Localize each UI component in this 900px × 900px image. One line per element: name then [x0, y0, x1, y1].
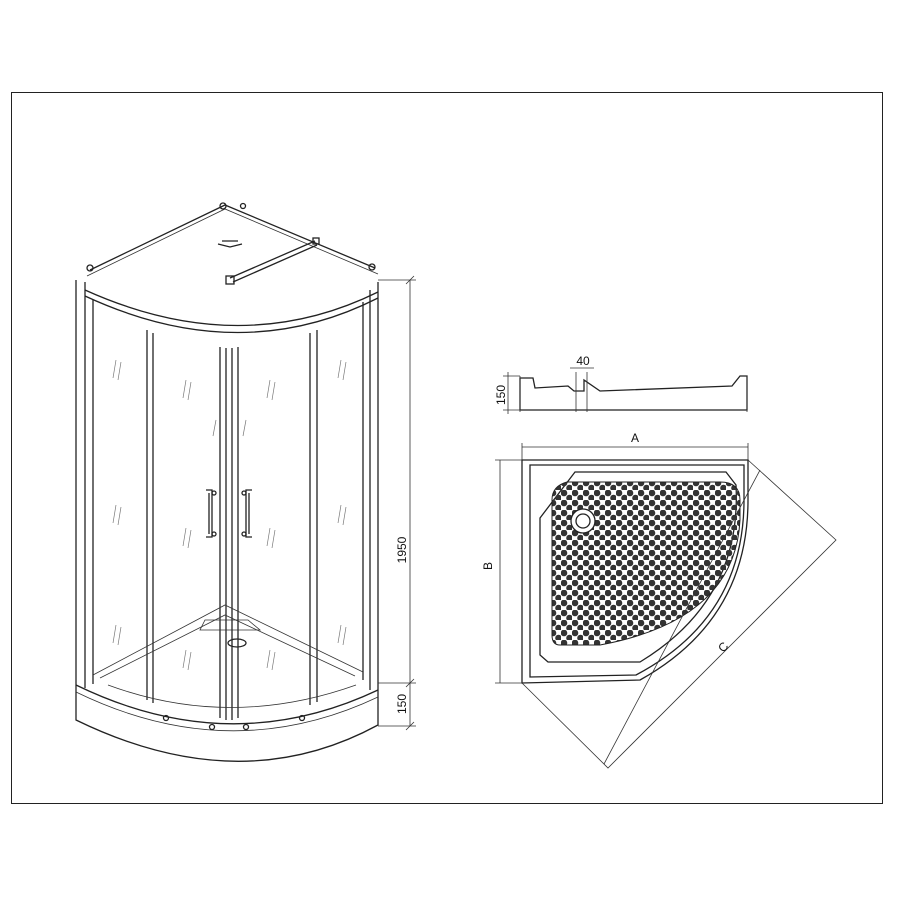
- drain-icon: [227, 638, 247, 648]
- tray-height-label-left: 150: [395, 694, 409, 714]
- cabin-right-post: [369, 282, 379, 690]
- drain-hole-icon: [570, 508, 596, 534]
- cabin-left-post: [75, 280, 86, 688]
- door-handle-left: [206, 489, 213, 538]
- cabin-base-tray: [75, 684, 379, 725]
- glass-reflections: [112, 359, 347, 671]
- dim-b-label: B: [481, 562, 495, 570]
- tray-profile-height-label: 150: [494, 385, 508, 405]
- dim-c-line: [521, 459, 837, 769]
- inner-tray-outline: [92, 604, 364, 676]
- tray-profile-drawing: [503, 367, 748, 414]
- cabin-top-arc: [84, 289, 379, 327]
- height-dim-line: [378, 279, 416, 727]
- drain-offset-label: 40: [576, 354, 590, 368]
- tray-plan-drawing: [495, 443, 837, 769]
- tray-outline: [521, 459, 749, 684]
- dim-b-line: [495, 459, 522, 684]
- shower-cabin-drawing: [75, 202, 416, 762]
- drawing-frame: [11, 92, 883, 804]
- cabin-roof: [89, 204, 376, 271]
- shower-fitting-icon: [217, 240, 243, 248]
- door-handle-right: [245, 489, 252, 538]
- dim-c-label: C: [715, 639, 731, 655]
- dim-a-label: A: [631, 431, 639, 445]
- dim-a-line: [521, 443, 749, 460]
- cabin-height-label: 1950: [395, 536, 409, 563]
- anti-slip-surface: [551, 481, 741, 646]
